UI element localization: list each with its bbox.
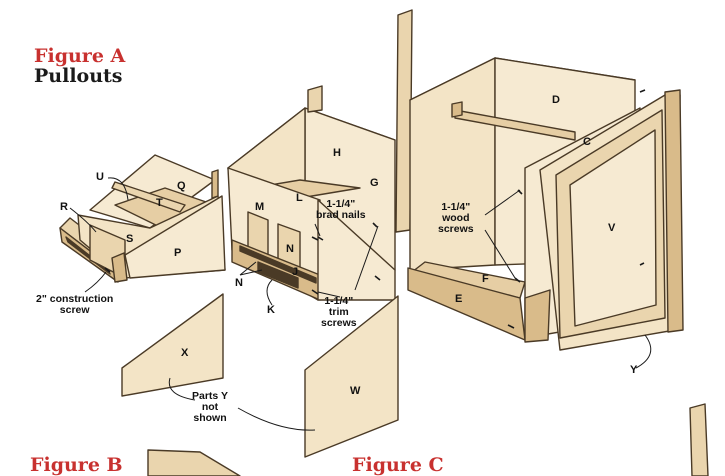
callout-line: 2" construction (36, 293, 114, 305)
part-label-l: L (296, 192, 303, 204)
leader-brad-nails (314, 223, 321, 237)
callout-line: 1-1/4" (324, 295, 354, 307)
leader-construction-screw (84, 271, 107, 293)
leader-y (635, 334, 652, 369)
leader-wood-screws-1 (484, 189, 521, 216)
part-label-u: U (96, 171, 104, 183)
part-label-s: S (126, 233, 134, 245)
callout-wood-screws: 1-1/4" wood screws (438, 201, 474, 236)
part-label-y: Y (630, 364, 638, 376)
figure-c-label: Figure C (352, 454, 444, 476)
figure-b-preview (147, 449, 241, 476)
part-label-w: W (350, 385, 361, 397)
leader-n-lines (239, 261, 263, 276)
part-label-g: G (370, 177, 379, 189)
leader-wood-screws-2 (484, 229, 516, 279)
callout-parts-y-not-shown: Parts Y not shown (192, 390, 228, 425)
part-label-q: Q (177, 180, 186, 192)
part-label-k: K (267, 304, 275, 316)
part-label-c: C (583, 136, 591, 148)
callout-brad-nails: 1-1/4" brad nails (316, 198, 366, 222)
leader-k (266, 279, 273, 306)
callout-line: not (201, 401, 219, 414)
part-label-n-upper: N (286, 243, 294, 255)
side-panel-x (121, 293, 224, 397)
callout-trim-screws: 1-1/4" trim screws (321, 295, 357, 330)
part-label-m: M (255, 201, 265, 213)
part-label-h: H (333, 147, 341, 159)
figure-a-label: Figure A (34, 45, 126, 67)
figure-b-label: Figure B (30, 454, 123, 476)
leader-trim-screws-1 (354, 225, 379, 291)
part-label-v: V (608, 222, 616, 234)
callout-line: Parts Y (192, 390, 228, 402)
callout-line: shown (193, 412, 227, 425)
part-label-r: R (60, 201, 68, 213)
large-pullout (407, 57, 684, 351)
part-label-e: E (455, 293, 463, 305)
part-label-f: F (482, 273, 489, 285)
callout-line: wood (442, 212, 470, 225)
leader-r (69, 207, 97, 233)
small-pullout (59, 154, 226, 283)
part-label-x: X (181, 347, 189, 359)
part-label-n-lower: N (235, 277, 243, 289)
part-label-p: P (174, 247, 182, 259)
leader-parts-y-1 (168, 377, 196, 401)
figure-c-preview (689, 403, 709, 476)
part-label-j: J (292, 266, 299, 278)
callout-construction-screw: 2" construction screw (36, 293, 114, 317)
callout-line: 1-1/4" (326, 198, 356, 210)
callout-line: screw (59, 304, 90, 317)
callout-line: screws (321, 317, 357, 330)
figure-a-title: Pullouts (34, 65, 123, 87)
leader-u (107, 177, 129, 201)
leader-trim-screws-2 (317, 291, 341, 298)
callout-line: brad nails (316, 209, 366, 222)
leader-parts-y-2 (237, 407, 316, 431)
part-label-d: D (552, 94, 560, 106)
side-panel-w (304, 295, 399, 458)
callout-line: screws (438, 223, 474, 236)
callout-line: trim (328, 306, 349, 319)
middle-pullout (227, 9, 413, 301)
part-label-t: T (156, 197, 163, 209)
callout-line: 1-1/4" (441, 201, 471, 213)
